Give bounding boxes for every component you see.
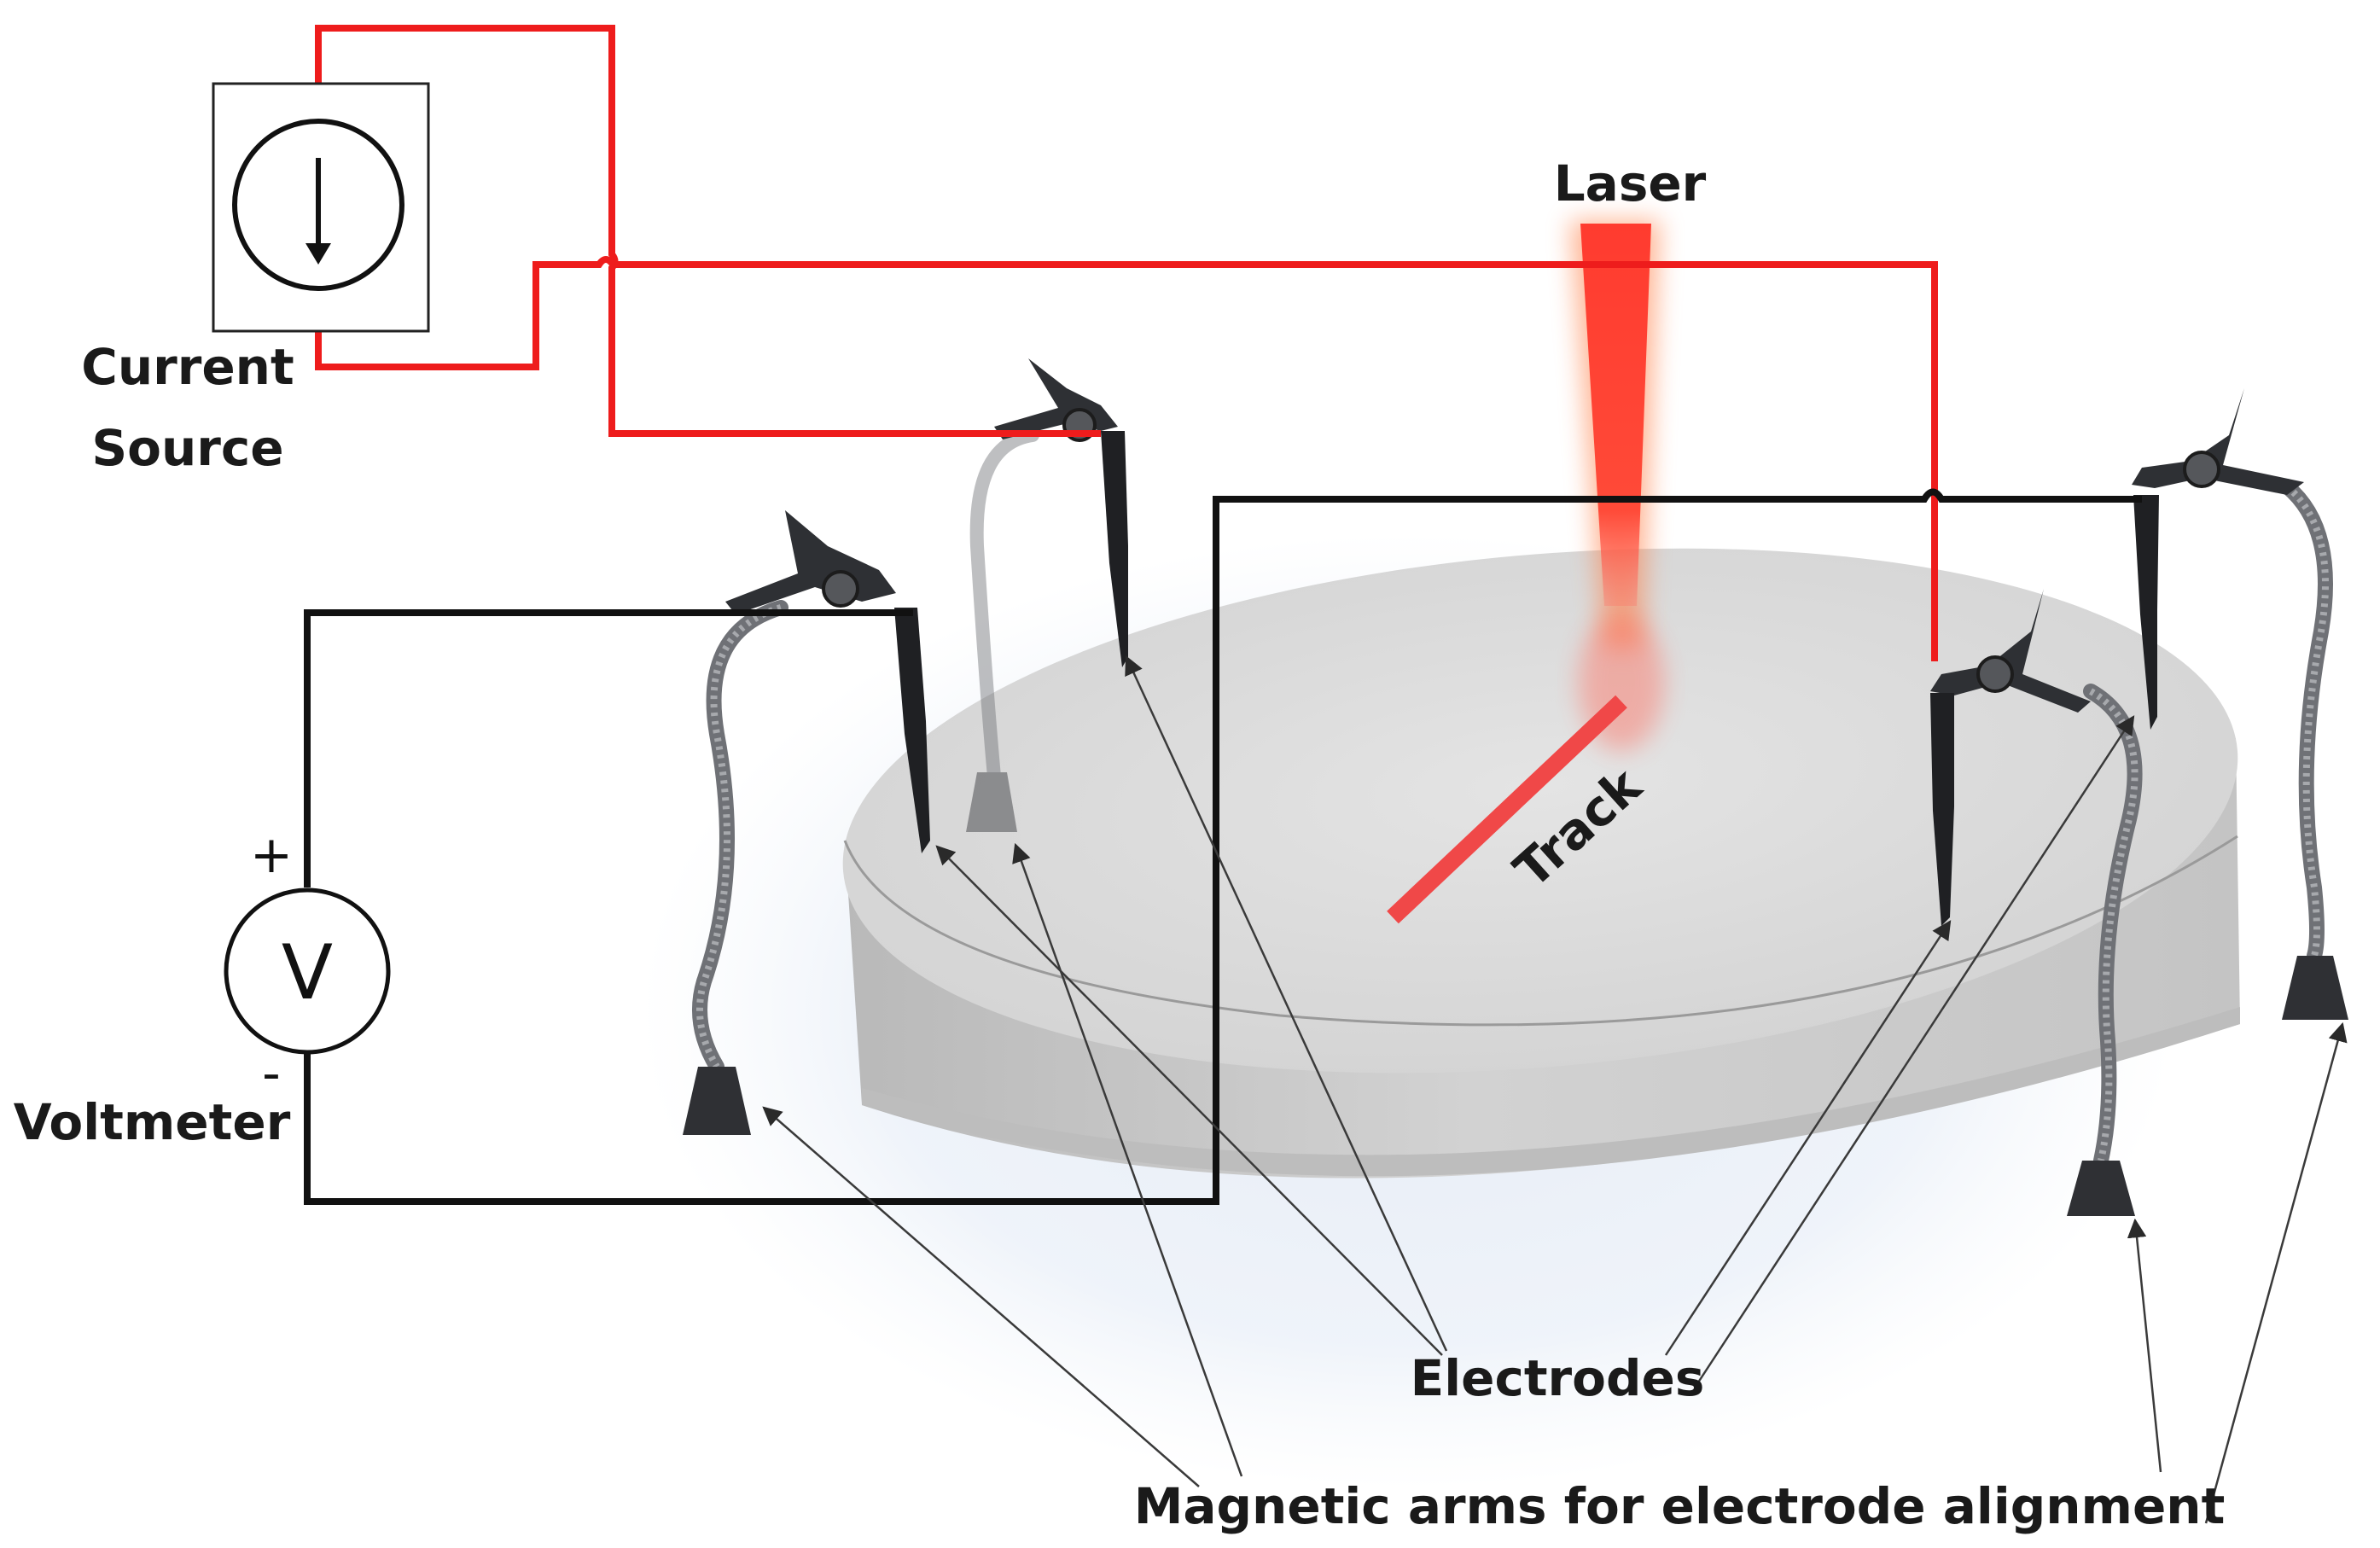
electrode-back-left (994, 358, 1128, 667)
electrode-front-right (1930, 589, 2091, 926)
voltmeter-minus: - (262, 1044, 281, 1103)
sample-top-surface (842, 548, 2238, 1074)
magnetic-arm-right-back (2279, 479, 2348, 1020)
electrodes-label: Electrodes (1411, 1349, 1705, 1407)
electrode-back-right (2132, 388, 2304, 730)
voltmeter-symbol (224, 887, 391, 1055)
magnetic-arm-right-front (2067, 684, 2143, 1216)
voltage-wire-top (304, 609, 913, 887)
electrode-leader-lines (935, 655, 2135, 1383)
arm-leader-lines (762, 842, 2348, 1524)
current-wire-top (315, 25, 1101, 437)
current-wires (315, 25, 1938, 661)
voltmeter-label: Voltmeter (14, 1093, 291, 1151)
voltmeter-plus: + (250, 825, 293, 885)
laser-label: Laser (1554, 154, 1707, 212)
magnetic-arms-label: Magnetic arms for electrode alignment (1134, 1477, 2226, 1535)
magnetic-arm-left (683, 600, 788, 1135)
current-source-label-line1: Current (81, 338, 294, 396)
magnetic-arm-back (966, 428, 1039, 832)
electrode-front-left (725, 510, 930, 853)
voltmeter-v-label: V (282, 928, 333, 1016)
track (1387, 695, 1627, 924)
laser-beam (1570, 220, 1664, 751)
current-wire-bottom (315, 256, 1938, 661)
sample-disk (842, 548, 2240, 1178)
current-source-symbol (212, 82, 430, 333)
current-source-label-line2: Source (91, 419, 283, 477)
